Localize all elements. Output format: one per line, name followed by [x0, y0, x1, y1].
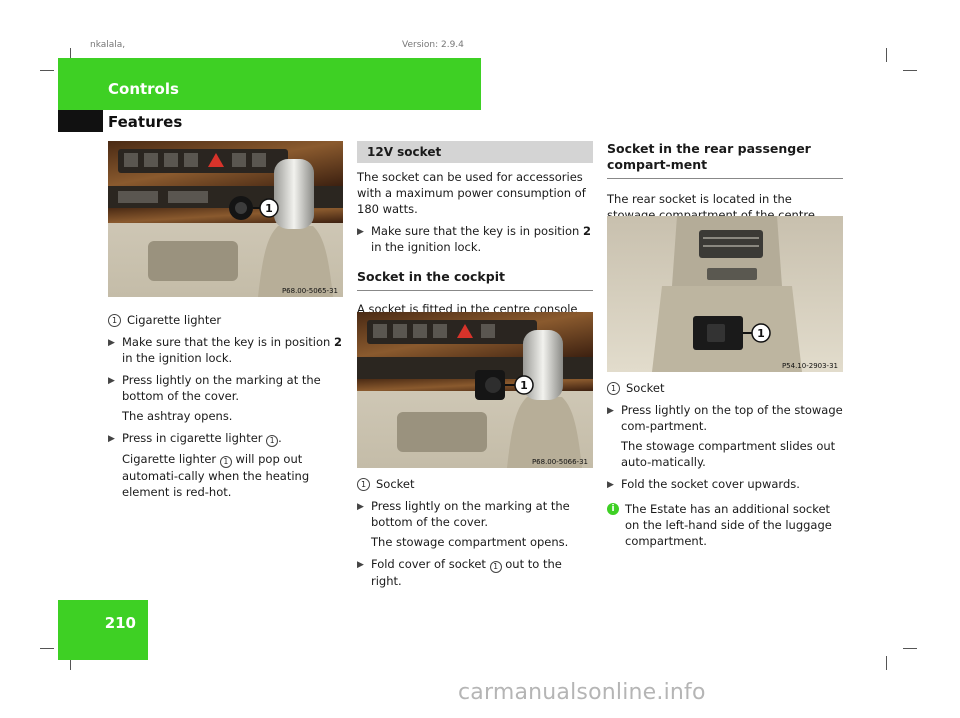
caption-label: Socket	[626, 381, 665, 395]
step-result: The stowage compartment slides out auto-…	[621, 439, 836, 469]
section-title: Controls	[108, 80, 179, 98]
figure-caption: 1 Socket	[357, 476, 593, 492]
callout-number: 1	[357, 478, 370, 491]
header-meta-right: Version: 2.9.4	[402, 40, 464, 50]
instruction-step: ▶ Press lightly on the marking at the bo…	[357, 499, 570, 529]
info-icon: i	[607, 503, 619, 515]
instruction-step: ▶ Make sure that the key is in position …	[357, 224, 591, 254]
rear-socket-photo: 1 P54.10-2903-31	[607, 216, 843, 372]
instruction-step: ▶ Press lightly on the top of the stowag…	[607, 403, 843, 433]
callout-label: 1	[265, 202, 273, 215]
step-result: The ashtray opens.	[122, 409, 233, 423]
cigarette-lighter-photo: 1 P68.00-5065-31	[108, 141, 343, 297]
crop-mark	[903, 70, 917, 71]
column-2-lower: 1 Socket ▶ Press lightly on the marking …	[357, 466, 593, 589]
crop-mark	[70, 656, 71, 670]
arrow-icon: ▶	[357, 227, 364, 237]
callout-number: 1	[108, 314, 121, 327]
arrow-icon: ▶	[108, 376, 115, 386]
column-1: 1 Cigarette lighter ▶ Make sure that the…	[108, 302, 346, 500]
crop-mark	[40, 70, 54, 71]
arrow-icon: ▶	[108, 434, 115, 444]
image-code: P68.00-5066-31	[532, 458, 588, 466]
callout-label: 1	[520, 379, 528, 392]
figure-caption: 1 Socket	[607, 380, 843, 396]
arrow-icon: ▶	[357, 560, 364, 570]
intro-text: The socket can be used for accessories w…	[357, 170, 586, 216]
chapter-title: Features	[108, 113, 183, 131]
cockpit-socket-photo: 1 P68.00-5066-31	[357, 312, 593, 468]
crop-mark	[903, 648, 917, 649]
instruction-step: ▶ Press in cigarette lighter 1.	[108, 431, 282, 447]
page-number-box: 210	[58, 600, 148, 660]
caption-label: Cigarette lighter	[127, 313, 222, 327]
crop-mark	[70, 48, 71, 62]
watermark: carmanualsonline.info	[458, 680, 706, 705]
section-heading: Socket in the rear passenger compart-men…	[607, 141, 843, 179]
crop-mark	[886, 48, 887, 62]
crop-mark	[886, 656, 887, 670]
arrow-icon: ▶	[108, 338, 115, 348]
subsection-heading: Socket in the cockpit	[357, 269, 593, 291]
chapter-tab	[58, 110, 103, 132]
page-number: 210	[104, 614, 136, 632]
section-bar	[58, 58, 481, 110]
step-result: Cigarette lighter 1 will pop out automat…	[122, 452, 310, 499]
instruction-step: ▶ Make sure that the key is in position …	[108, 335, 342, 365]
arrow-icon: ▶	[357, 502, 364, 512]
column-3-lower: 1 Socket ▶ Press lightly on the top of t…	[607, 370, 843, 549]
instruction-step: ▶ Fold cover of socket 1 out to the righ…	[357, 557, 562, 588]
instruction-step: ▶ Fold the socket cover upwards.	[607, 477, 800, 491]
instruction-step: ▶ Press lightly on the marking at the bo…	[108, 373, 321, 403]
image-code: P68.00-5065-31	[282, 287, 338, 295]
callout-label: 1	[757, 327, 765, 340]
callout-number: 1	[607, 382, 620, 395]
section-heading: 12V socket	[357, 141, 593, 163]
caption-label: Socket	[376, 477, 415, 491]
crop-mark	[40, 648, 54, 649]
step-result: The stowage compartment opens.	[371, 535, 569, 549]
info-note: i The Estate has an additional socket on…	[607, 501, 843, 549]
arrow-icon: ▶	[607, 406, 614, 416]
arrow-icon: ▶	[607, 480, 614, 490]
image-code: P54.10-2903-31	[782, 362, 838, 370]
figure-caption: 1 Cigarette lighter	[108, 312, 346, 328]
header-meta-left: nkalala,	[90, 40, 126, 50]
